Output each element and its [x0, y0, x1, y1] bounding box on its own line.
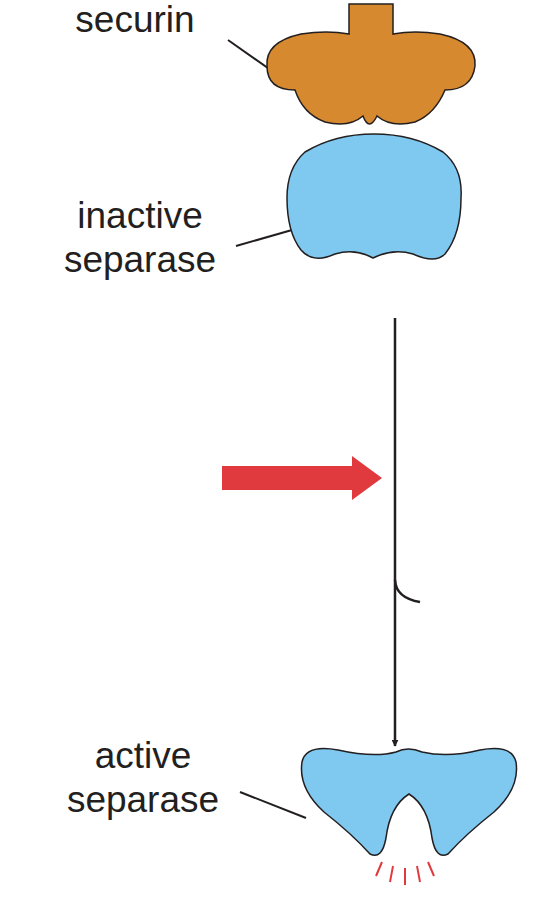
transition-arrow [394, 318, 397, 746]
protein-shape: active separase [298, 742, 520, 860]
leader-line [236, 230, 292, 246]
shape-outline [267, 4, 475, 124]
shape-outline [298, 742, 520, 860]
active-site-marks [376, 862, 434, 885]
inhibition-arrow [222, 456, 382, 500]
protein-shape: inactive separase [285, 130, 463, 268]
leader-line [240, 792, 306, 818]
protein-label: active separase [33, 734, 253, 822]
shape-outline [265, 4, 477, 140]
shape-outline [301, 749, 516, 856]
protein-label: securin [30, 0, 240, 42]
protein-label: inactive separase [35, 194, 245, 282]
protein-shape: securin [265, 4, 477, 140]
shape-outline [285, 130, 463, 268]
shape-outline [287, 134, 461, 259]
degradation-branch [395, 580, 420, 602]
